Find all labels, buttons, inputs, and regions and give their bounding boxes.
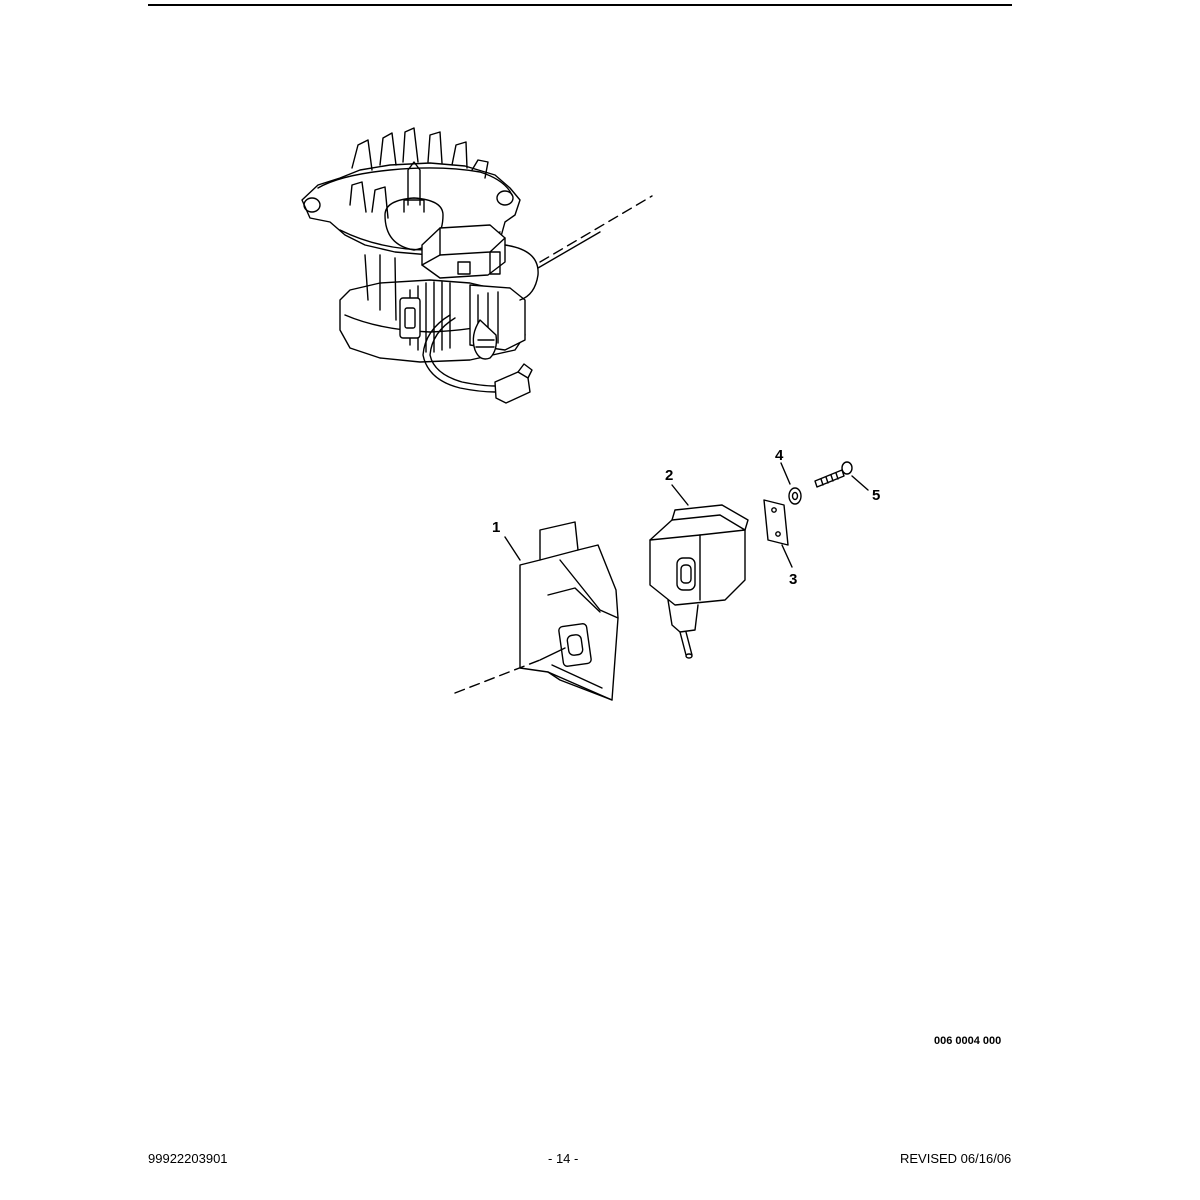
callout-5-line — [851, 475, 869, 491]
callout-3-line — [781, 544, 793, 568]
callout-5: 5 — [872, 487, 881, 504]
document-number: 99922203901 — [148, 1151, 228, 1166]
part-5-screw — [814, 461, 853, 488]
callout-1-line — [504, 536, 521, 561]
part-1-shield — [519, 521, 619, 701]
drawing-code: 006 0004 000 — [934, 1035, 1002, 1047]
callout-1: 1 — [492, 519, 501, 536]
part-1-leader-solid — [539, 647, 566, 661]
header-rule — [148, 4, 1012, 6]
revision-date: REVISED 06/16/06 — [900, 1151, 1012, 1166]
engine-leader-dashed — [539, 195, 653, 263]
engine-leader-solid — [537, 231, 601, 269]
callout-2-line — [671, 484, 689, 506]
page-number: - 14 - — [548, 1151, 579, 1166]
callout-4-line — [780, 462, 791, 485]
callout-4: 4 — [775, 447, 784, 464]
part-3-plate — [763, 499, 789, 546]
part-2-ignition-module — [649, 504, 749, 659]
engine-assembly-illustration — [301, 127, 539, 404]
part-4-washer — [788, 487, 802, 505]
callout-2: 2 — [665, 467, 674, 484]
callout-3: 3 — [789, 571, 798, 588]
